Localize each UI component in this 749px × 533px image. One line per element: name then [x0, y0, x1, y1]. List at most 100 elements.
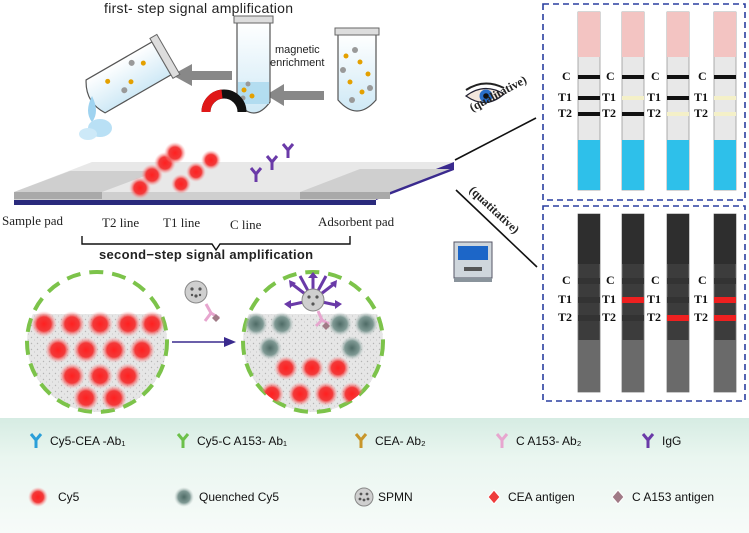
cy5-spot [314, 382, 338, 406]
cy5-spot [115, 363, 141, 389]
t2-line-mark [622, 315, 644, 321]
t2-label: T2 [558, 106, 573, 120]
quantitative-strip [577, 213, 601, 393]
cy5-spot [45, 337, 71, 363]
cy5-spot [73, 385, 99, 411]
c-label: C [651, 69, 660, 83]
legend-cea-antigen: CEA antigen [508, 490, 575, 504]
c-line-mark [622, 75, 644, 79]
cy5-spot [59, 311, 85, 337]
quenched-cy5-spot [340, 336, 364, 360]
c-line-mark [714, 75, 736, 79]
after-circle [241, 270, 385, 414]
cy5-spot [300, 356, 324, 380]
connector-upper [454, 117, 537, 161]
adsorbent-pad [300, 169, 450, 192]
t2-label: T2 [647, 106, 662, 120]
c-label: C [698, 69, 707, 83]
legend-cea-ab2: CEA- Ab₂ [375, 434, 426, 448]
cy5-spot [87, 363, 113, 389]
t2-label: T2 [558, 310, 573, 324]
magnetic-tube-center [233, 15, 274, 114]
legend-igg: IgG [662, 434, 682, 448]
c-line-label: C line [230, 217, 262, 232]
legend-quenched-cy5: Quenched Cy5 [199, 490, 280, 504]
spmn-icon [184, 280, 220, 322]
quantitative-strip [621, 213, 645, 393]
t1-label: T1 [694, 90, 709, 104]
quantitative-panel [542, 205, 746, 402]
enrichment-arrow [266, 84, 324, 106]
t2-line-mark [578, 112, 600, 116]
connector-lower [455, 189, 538, 268]
brace [81, 236, 351, 252]
c-label: C [606, 69, 615, 83]
legend-cy5-cea-ab1: Cy5-CEA -Ab₁ [50, 434, 126, 448]
ca153-antigen-icon [611, 489, 625, 505]
t2-line-spots [129, 142, 186, 199]
cy5-spot [101, 337, 127, 363]
t1-line-mark [622, 297, 644, 303]
qualitative-strip [666, 11, 690, 191]
cy5-spot [59, 363, 85, 389]
cy5-spot [326, 356, 350, 380]
t1-label: T1 [602, 292, 617, 306]
antibody-icon [29, 433, 43, 448]
t2-line-mark [578, 315, 600, 321]
test-strip [14, 162, 454, 205]
legend-ca153-ab2: C A153- Ab₂ [516, 434, 582, 448]
antibody-icon [176, 433, 190, 448]
cy5-spot [274, 356, 298, 380]
before-circle [25, 270, 169, 414]
t2-label: T2 [602, 310, 617, 324]
cy5-spot [87, 311, 113, 337]
cy5-spot [115, 311, 141, 337]
t2-label: T2 [694, 106, 709, 120]
sample-pad-label: Sample pad [2, 213, 64, 228]
second-step-title: second−step signal amplification [99, 247, 314, 262]
t2-line-mark [714, 315, 736, 321]
quenched-cy5-spot [258, 336, 282, 360]
cy5-icon [28, 487, 48, 507]
c-line-mark [578, 75, 600, 79]
quenched-cy5-spot [354, 312, 378, 336]
t2-label: T2 [602, 106, 617, 120]
quantitative-strip [666, 213, 690, 393]
reader-device-icon [453, 241, 493, 282]
t1-line-spots [171, 150, 221, 194]
antibody-icon [354, 433, 368, 448]
adsorbent-pad-label: Adsorbent pad [318, 214, 395, 229]
t1-label: T1 [558, 292, 573, 306]
t1-label: T1 [602, 90, 617, 104]
c-line-mark [714, 278, 736, 284]
t2-line-label: T2 line [102, 215, 140, 230]
t1-label: T1 [558, 90, 573, 104]
qualitative-strip [621, 11, 645, 191]
c-line-mark [622, 278, 644, 284]
first-step-title: first- step signal amplification [104, 0, 294, 16]
cy5-spot [139, 311, 165, 337]
sample-pad [14, 171, 158, 192]
t2-line-mark [667, 112, 689, 116]
t1-label: T1 [647, 292, 662, 306]
t1-line-mark [714, 96, 736, 100]
c-line-mark [578, 278, 600, 284]
t2-line-mark [714, 112, 736, 116]
t1-line-mark [714, 297, 736, 303]
cy5-spot [129, 337, 155, 363]
antibody-icon [495, 433, 509, 448]
legend-panel [0, 418, 749, 533]
t2-label: T2 [694, 310, 709, 324]
eye-icon [464, 82, 506, 104]
quenched-cy5-spot [244, 312, 268, 336]
t1-label: T1 [647, 90, 662, 104]
t2-line-mark [622, 112, 644, 116]
magnet-icon [201, 89, 247, 113]
spmn-icon [354, 487, 374, 507]
legend-spmn: SPMN [378, 490, 413, 504]
t1-line-mark [578, 96, 600, 100]
qualitative-panel [542, 3, 746, 201]
quantitative-strip [713, 213, 737, 393]
cy5-spots [31, 311, 165, 411]
